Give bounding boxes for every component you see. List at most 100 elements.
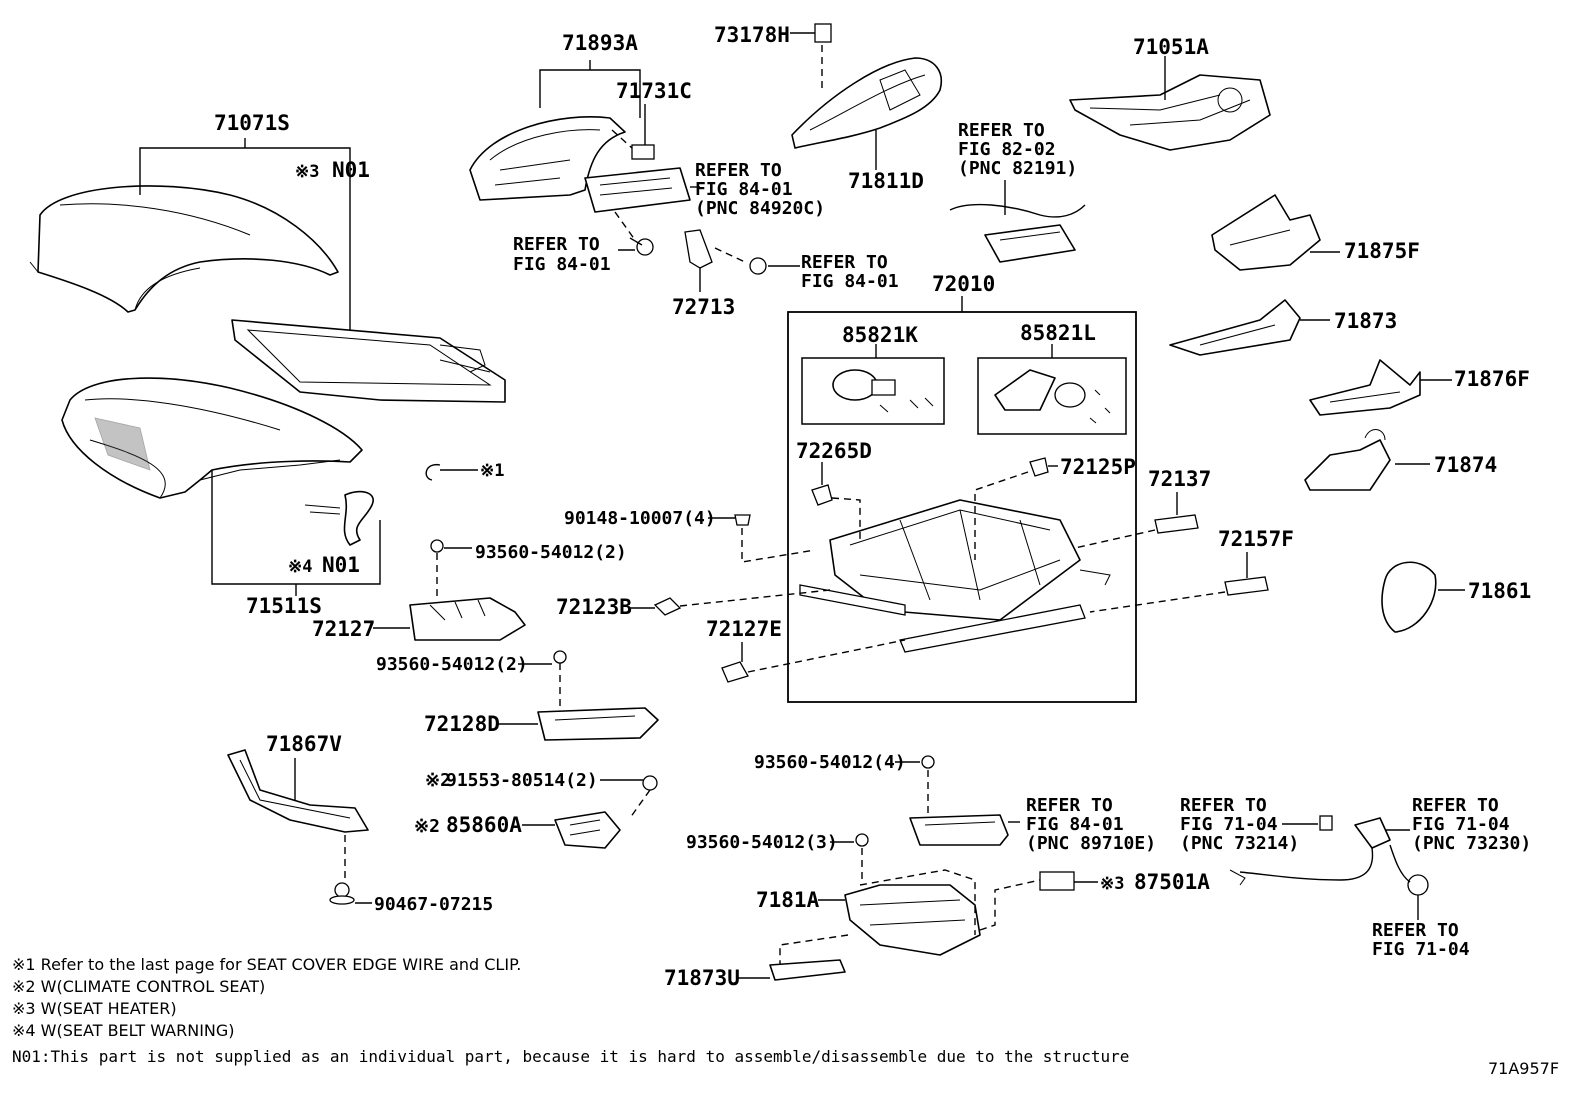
label-71811d: 71811D bbox=[848, 169, 924, 193]
bolt-90148 bbox=[734, 514, 751, 526]
motor-85821l-drawing bbox=[994, 369, 1111, 424]
label-72127e: 72127E bbox=[706, 617, 782, 641]
footnote-n01: N01:This part is not supplied as an indi… bbox=[12, 1047, 1129, 1066]
cover-72137 bbox=[1154, 514, 1199, 534]
label-93560-4: 93560-54012(4) bbox=[754, 752, 906, 773]
bracket-71876f bbox=[1309, 359, 1421, 416]
label-72128d: 72128D bbox=[424, 712, 500, 736]
motor-85821k-box bbox=[801, 357, 945, 425]
bolt-93560-b bbox=[553, 650, 567, 664]
bolt-93560-3 bbox=[855, 833, 869, 847]
clip-72265d bbox=[811, 484, 833, 506]
cover-72157f bbox=[1224, 576, 1269, 596]
label-72265d: 72265D bbox=[796, 439, 872, 463]
label-72157f: 72157F bbox=[1218, 527, 1294, 551]
clip-72127e bbox=[721, 661, 749, 683]
bracket-71874 bbox=[1304, 439, 1391, 491]
sensor-85860a-drawing bbox=[554, 811, 621, 849]
label-71731c: 71731C bbox=[616, 79, 692, 103]
refer-84920c: REFER TO FIG 84-01 (PNC 84920C) bbox=[695, 160, 825, 219]
refer-84-01-mid: REFER TO FIG 84-01 bbox=[801, 252, 899, 292]
mark-3a: ※3 bbox=[295, 162, 319, 182]
footnote-4: ※4 W(SEAT BELT WARNING) bbox=[12, 1021, 235, 1040]
edge-clip-drawing bbox=[425, 464, 441, 481]
label-71511s: 71511S bbox=[246, 594, 322, 618]
knob-71861 bbox=[1381, 561, 1437, 633]
seat-cushion-cover-drawing bbox=[29, 185, 339, 313]
seat-belt-sensor-drawing bbox=[304, 490, 374, 546]
module-87501a bbox=[1039, 871, 1075, 891]
clip-72125p bbox=[1029, 457, 1049, 477]
label-85821l: 85821L bbox=[1020, 321, 1096, 345]
label-71867v: 71867V bbox=[266, 732, 342, 756]
bracket-72713 bbox=[684, 229, 713, 269]
refer-73214: REFER TO FIG 71-04 (PNC 73214) bbox=[1180, 795, 1299, 854]
footnote-3: ※3 W(SEAT HEATER) bbox=[12, 999, 177, 1018]
connector-71873u-drawing bbox=[769, 959, 846, 981]
refer-71-04-bottom: REFER TO FIG 71-04 bbox=[1372, 920, 1470, 960]
bolt-93560-4 bbox=[921, 755, 935, 769]
label-93560-3: 93560-54012(3) bbox=[686, 832, 838, 853]
label-85821k: 85821K bbox=[842, 323, 918, 347]
clip-72123b bbox=[653, 597, 682, 616]
screw-91553 bbox=[642, 775, 658, 791]
label-7181a: 7181A bbox=[756, 888, 820, 912]
label-n01-top: N01 bbox=[332, 158, 370, 182]
seat-cushion-pad-drawing bbox=[61, 377, 363, 499]
mark-2a: ※2 bbox=[425, 770, 451, 791]
label-71873: 71873 bbox=[1334, 309, 1397, 333]
cover-71867v-drawing bbox=[227, 749, 369, 833]
label-93560-2b: 93560-54012(2) bbox=[376, 654, 528, 675]
mark-3b: ※3 bbox=[1100, 874, 1124, 894]
bracket-71875f bbox=[1211, 194, 1321, 271]
label-71876f: 71876F bbox=[1454, 367, 1530, 391]
label-91553: 91553-80514(2) bbox=[446, 770, 598, 791]
refer-82191: REFER TO FIG 82-02 (PNC 82191) bbox=[958, 120, 1077, 179]
mark-4: ※4 bbox=[288, 557, 312, 577]
label-71861: 71861 bbox=[1468, 579, 1531, 603]
label-71893a: 71893A bbox=[562, 31, 638, 55]
refer-84-01-left: REFER TO FIG 84-01 bbox=[513, 234, 611, 275]
side-shield-drawing bbox=[791, 57, 942, 149]
label-71071s: 71071S bbox=[214, 111, 290, 135]
label-n01-bottom: N01 bbox=[322, 553, 360, 577]
label-72010: 72010 bbox=[932, 272, 995, 296]
small-clip-71731c bbox=[631, 144, 655, 160]
seat-frame-upper-drawing bbox=[1069, 74, 1271, 151]
label-71873u: 71873U bbox=[664, 966, 740, 990]
motor-85821k-drawing bbox=[832, 369, 934, 413]
label-87501a: 87501A bbox=[1134, 870, 1210, 894]
label-73178h: 73178H bbox=[714, 23, 790, 47]
label-71875f: 71875F bbox=[1344, 239, 1420, 263]
seat-track-assembly-drawing bbox=[799, 499, 1111, 653]
label-71051a: 71051A bbox=[1133, 35, 1209, 59]
connector-73214 bbox=[1319, 815, 1333, 831]
label-72137: 72137 bbox=[1148, 467, 1211, 491]
mark-2b: ※2 bbox=[414, 816, 440, 837]
label-72713: 72713 bbox=[672, 295, 735, 319]
label-72125p: 72125P bbox=[1060, 455, 1136, 479]
footnote-1: ※1 Refer to the last page for SEAT COVER… bbox=[12, 955, 521, 974]
label-72127: 72127 bbox=[312, 617, 375, 641]
frame-7181a-drawing bbox=[844, 884, 981, 956]
clip-90467 bbox=[329, 882, 355, 905]
screw-b bbox=[749, 257, 767, 275]
seat-heater-pad-drawing bbox=[231, 319, 506, 403]
refer-73230: REFER TO FIG 71-04 (PNC 73230) bbox=[1412, 795, 1531, 854]
harness-73230-drawing bbox=[1229, 817, 1429, 896]
mark-1: ※1 bbox=[480, 461, 504, 481]
cap-73178h bbox=[814, 23, 832, 43]
screw-a bbox=[629, 237, 654, 256]
label-85860a: 85860A bbox=[446, 813, 522, 837]
refer-89710e: REFER TO FIG 84-01 (PNC 89710E) bbox=[1026, 795, 1156, 854]
label-90467: 90467-07215 bbox=[374, 894, 493, 915]
label-90148: 90148-10007(4) bbox=[564, 508, 716, 529]
cover-72128d-drawing bbox=[537, 707, 659, 741]
harness-82191-drawing bbox=[949, 203, 1086, 263]
label-71874: 71874 bbox=[1434, 453, 1497, 477]
label-72123b: 72123B bbox=[556, 595, 632, 619]
label-93560-2a: 93560-54012(2) bbox=[475, 542, 627, 563]
cover-72127-drawing bbox=[409, 597, 526, 641]
bracket-71873 bbox=[1169, 299, 1301, 356]
